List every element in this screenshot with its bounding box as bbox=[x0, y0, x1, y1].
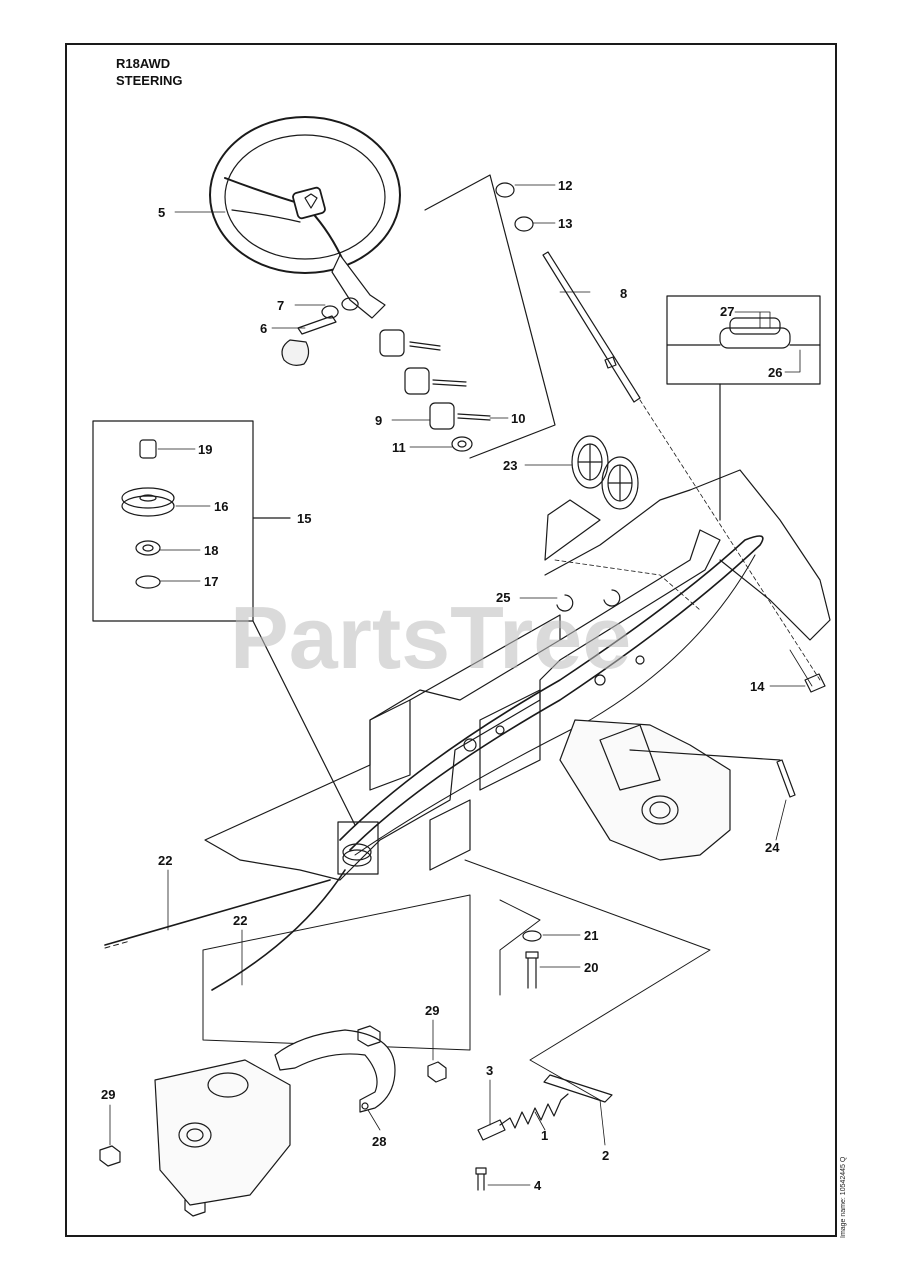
callout-7: 7 bbox=[277, 298, 284, 313]
callout-19: 19 bbox=[198, 442, 212, 457]
diagram-frame bbox=[65, 43, 837, 1237]
leader-lines bbox=[109, 184, 806, 1186]
callout-26: 26 bbox=[768, 365, 782, 380]
callout-25: 25 bbox=[496, 590, 510, 605]
callout-22-a: 22 bbox=[158, 853, 172, 868]
callout-18: 18 bbox=[204, 543, 218, 558]
image-name-label: Image name: 10542445 Q bbox=[840, 1156, 847, 1238]
callout-27: 27 bbox=[720, 304, 734, 319]
callout-10: 10 bbox=[511, 411, 525, 426]
idler-pulleys bbox=[571, 435, 639, 510]
section-name: STEERING bbox=[116, 73, 183, 88]
axle-housing-left bbox=[154, 1059, 291, 1206]
callout-5: 5 bbox=[158, 205, 165, 220]
chassis-frame bbox=[204, 469, 831, 881]
band-clamp bbox=[274, 1029, 396, 1113]
steering-shaft bbox=[424, 174, 821, 681]
callout-2: 2 bbox=[602, 1148, 609, 1163]
callout-16: 16 bbox=[214, 499, 228, 514]
callout-29-a: 29 bbox=[425, 1003, 439, 1018]
callout-24: 24 bbox=[765, 840, 780, 855]
column-parts bbox=[281, 297, 491, 452]
callout-12: 12 bbox=[558, 178, 572, 193]
steering-wheel bbox=[209, 116, 401, 319]
spring-assembly bbox=[475, 1074, 613, 1191]
callout-1: 1 bbox=[541, 1128, 548, 1143]
callout-3: 3 bbox=[486, 1063, 493, 1078]
callout-14: 14 bbox=[750, 679, 765, 694]
callout-23: 23 bbox=[503, 458, 517, 473]
axle-housing-right bbox=[559, 719, 796, 861]
callout-20: 20 bbox=[584, 960, 598, 975]
callout-21: 21 bbox=[584, 928, 598, 943]
model-name: R18AWD bbox=[116, 56, 171, 71]
pulley-inset bbox=[92, 420, 356, 826]
callout-17: 17 bbox=[204, 574, 218, 589]
callout-28: 28 bbox=[372, 1134, 386, 1149]
callout-8: 8 bbox=[620, 286, 627, 301]
callout-29-b: 29 bbox=[101, 1087, 115, 1102]
callout-labels: 5 7 6 9 10 11 12 13 8 27 26 19 16 15 18 … bbox=[101, 178, 782, 1193]
callout-22-b: 22 bbox=[233, 913, 247, 928]
callout-13: 13 bbox=[558, 216, 572, 231]
callout-11: 11 bbox=[392, 440, 406, 455]
watermark: PartsTree bbox=[230, 588, 631, 687]
callout-6: 6 bbox=[260, 321, 267, 336]
diagram-title: R18AWD STEERING bbox=[116, 55, 182, 89]
callout-15: 15 bbox=[297, 511, 311, 526]
callout-9: 9 bbox=[375, 413, 382, 428]
cable-clamp-inset bbox=[666, 295, 821, 521]
callout-4: 4 bbox=[534, 1178, 542, 1193]
